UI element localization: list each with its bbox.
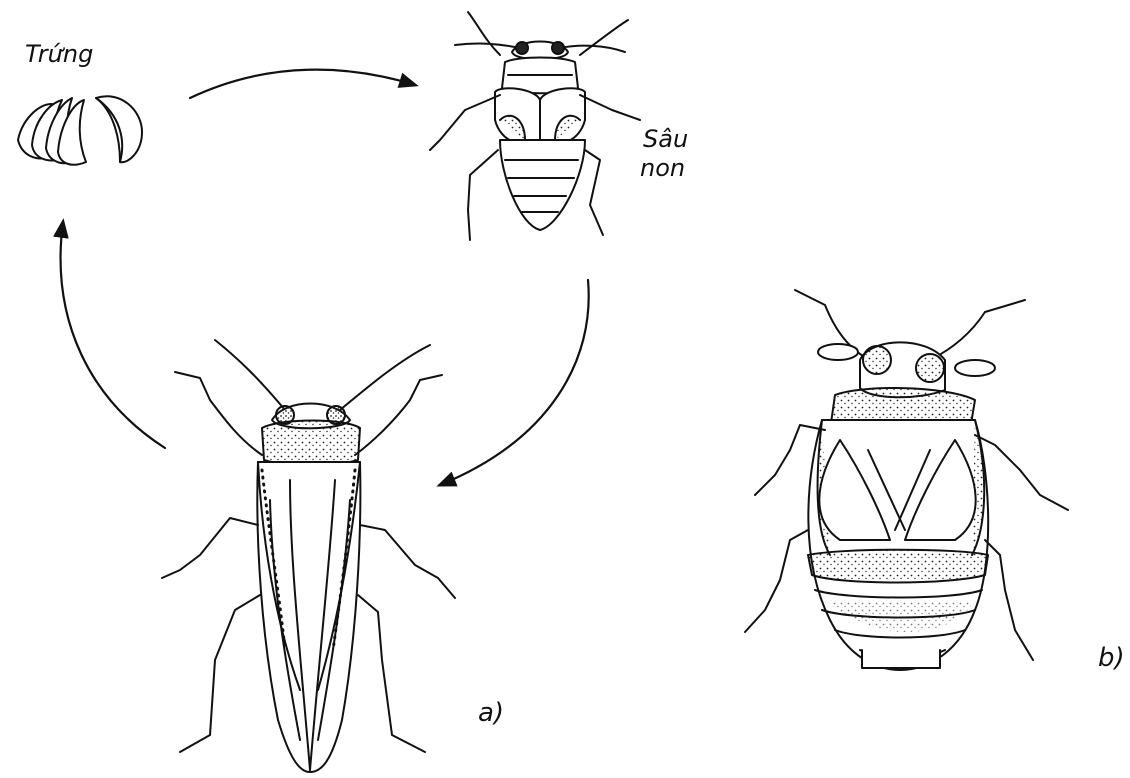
adult-a-illustration xyxy=(162,340,455,772)
arrow-eggs-to-nymph xyxy=(190,70,415,98)
arrow-adult-to-eggs xyxy=(61,222,165,448)
label-adult-b: b) xyxy=(1098,645,1125,671)
label-adult-a: a) xyxy=(478,700,504,726)
eggs-illustration xyxy=(18,96,142,165)
arrow-nymph-to-adult xyxy=(440,280,589,485)
label-eggs: Trứng xyxy=(25,42,93,66)
label-nymph-line1: Sâu xyxy=(643,127,688,151)
label-nymph-line2: non xyxy=(640,156,685,180)
nymph-illustration xyxy=(430,12,640,240)
adult-b-illustration xyxy=(745,290,1068,670)
